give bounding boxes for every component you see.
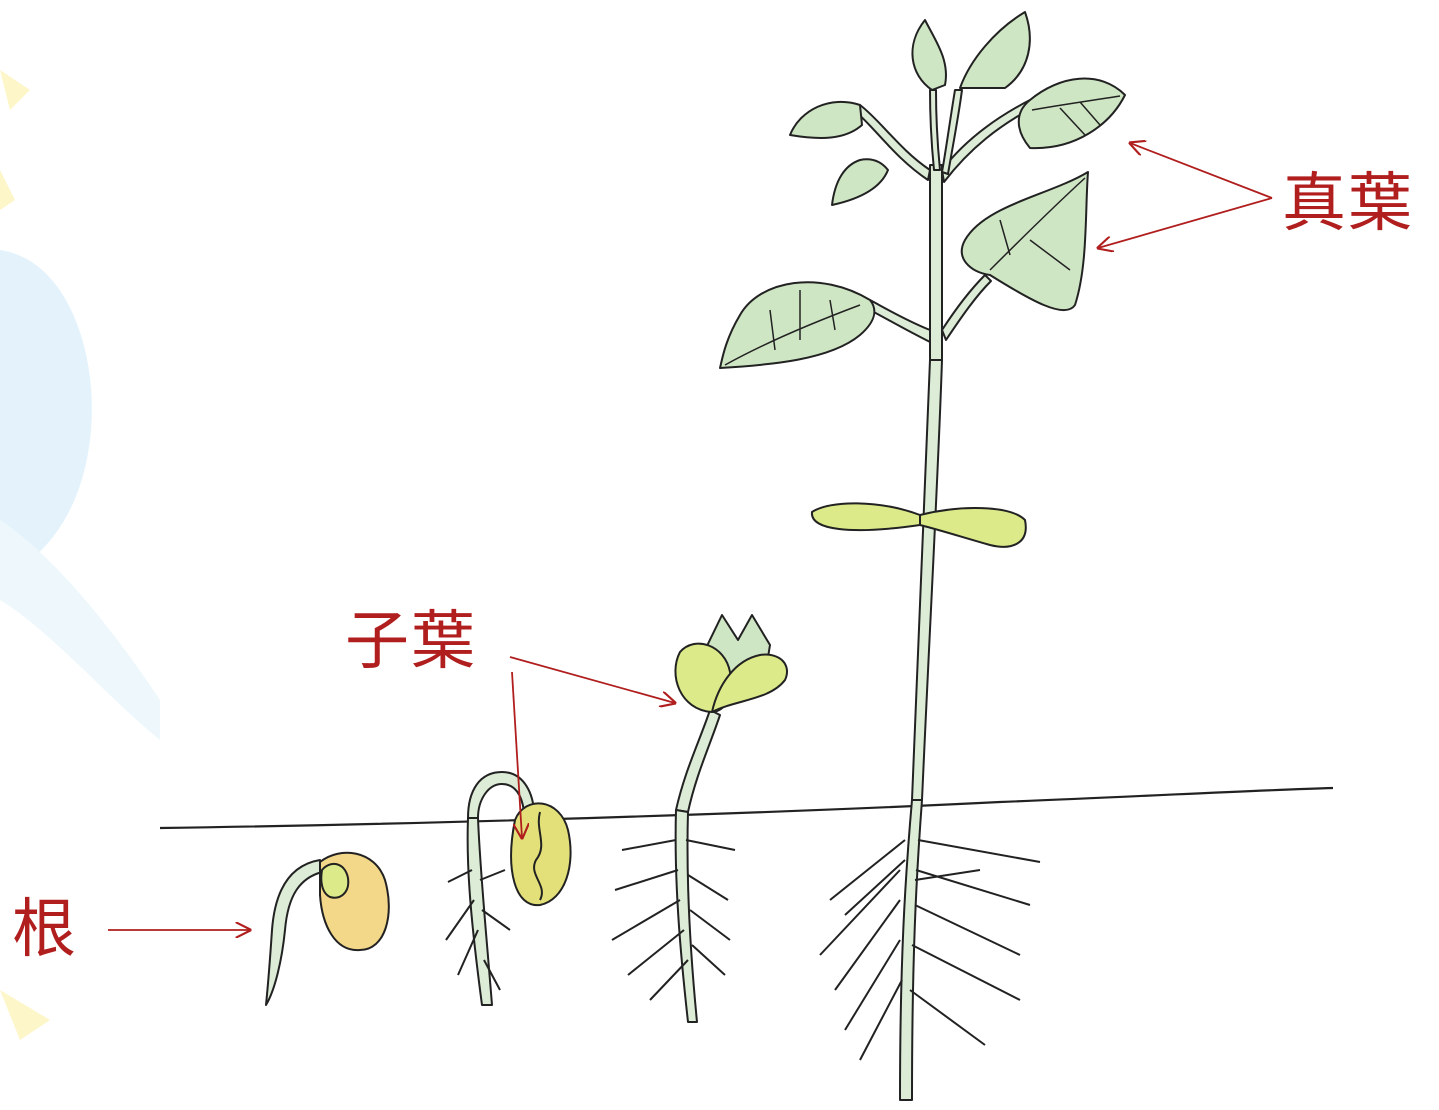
annotation-arrows bbox=[108, 143, 1272, 930]
root-label: 根 bbox=[12, 898, 78, 962]
cotyledon-label: 子葉 bbox=[345, 610, 477, 674]
arrow-cotyledon-hook bbox=[512, 672, 522, 838]
radicle bbox=[266, 860, 322, 1005]
cotyledon-seedling-stage bbox=[612, 615, 787, 1022]
mature-cotyledon-right bbox=[920, 508, 1026, 547]
hook-seedling-stage bbox=[446, 772, 571, 1005]
true-leaves-label: 真葉 bbox=[1282, 172, 1414, 236]
mature-plant-stage bbox=[720, 12, 1125, 1100]
seed-radicle-stage bbox=[266, 853, 389, 1005]
seed-embryo bbox=[321, 864, 348, 898]
true-leaf bbox=[832, 159, 888, 205]
true-leaf bbox=[790, 102, 862, 138]
arrow-true-leaf-upper bbox=[1130, 143, 1272, 198]
true-leaf bbox=[1019, 79, 1125, 149]
mature-cotyledon-left bbox=[812, 503, 920, 530]
true-leaf bbox=[912, 20, 946, 90]
young-stem bbox=[676, 710, 720, 812]
hook-root bbox=[468, 818, 492, 1005]
arrow-true-leaf-lower bbox=[1098, 198, 1272, 248]
main-stem bbox=[912, 360, 942, 800]
soil-line bbox=[160, 788, 1333, 828]
true-leaf bbox=[960, 12, 1030, 88]
mature-root bbox=[900, 800, 922, 1100]
arrow-cotyledon-young bbox=[510, 657, 675, 703]
